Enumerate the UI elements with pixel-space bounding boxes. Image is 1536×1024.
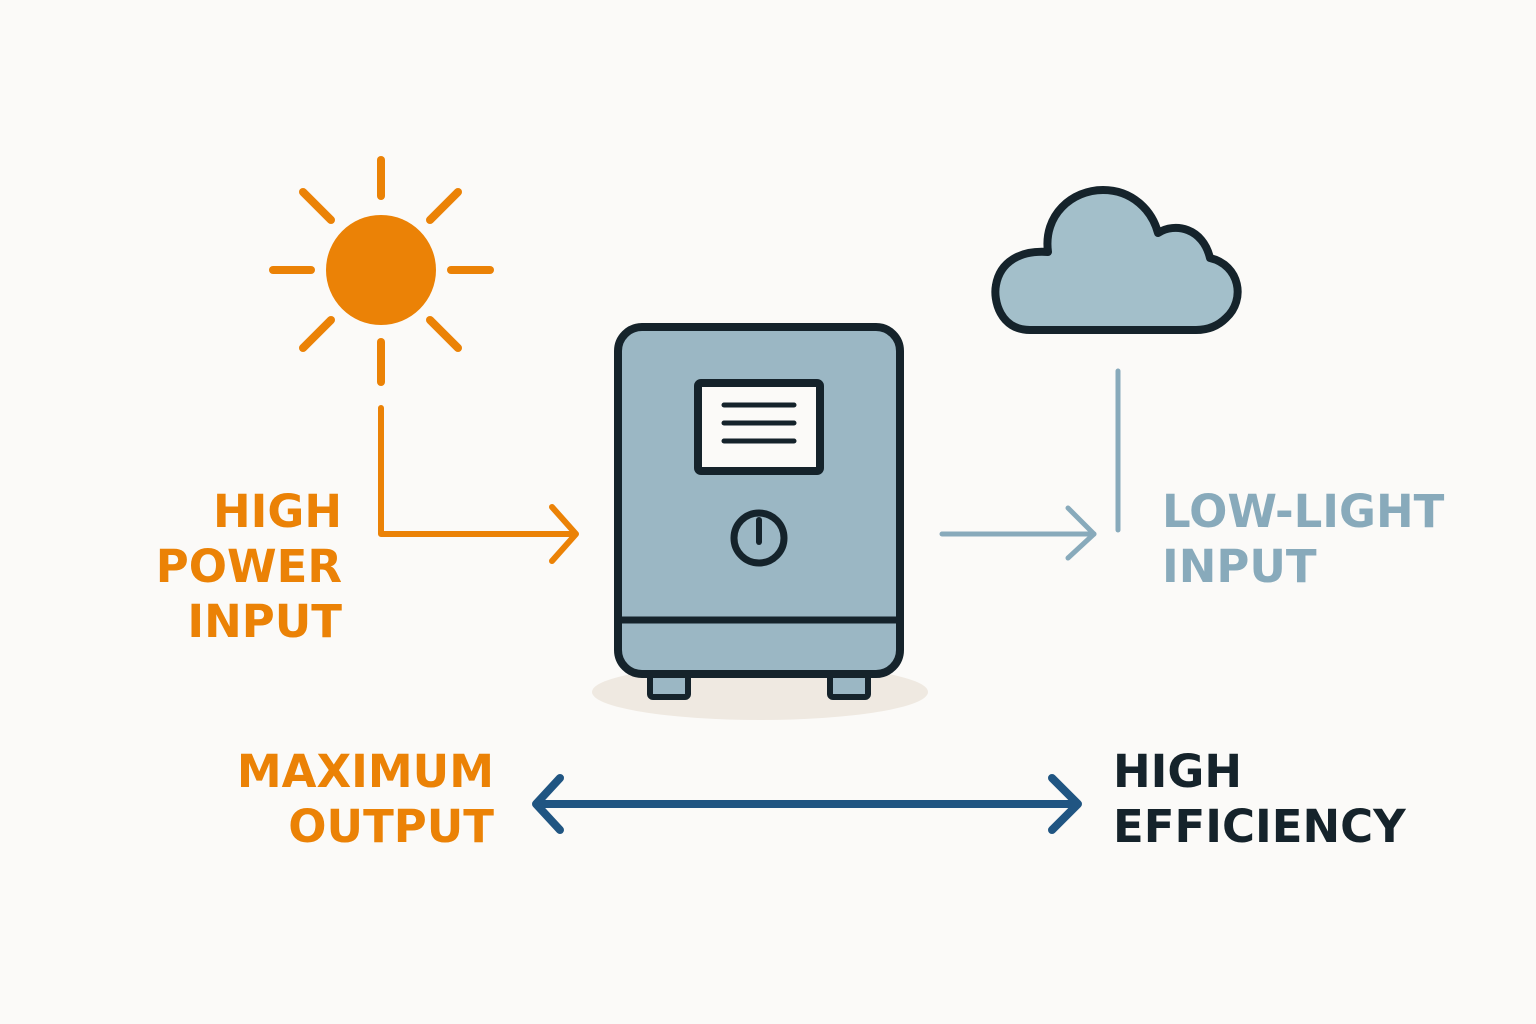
label-line: MAXIMUM <box>236 745 494 798</box>
efficiency-arrow-head-left <box>532 774 564 834</box>
high-power-arrow <box>378 405 579 564</box>
low-light-arrow-head <box>1065 505 1097 561</box>
power-station-device <box>614 323 904 700</box>
efficiency-double-arrow <box>532 774 1082 834</box>
label-line: OUTPUT <box>288 800 494 853</box>
sun-disc <box>326 215 436 325</box>
sun-icon <box>269 156 494 386</box>
sun-ray <box>299 316 335 352</box>
maximum-output-label: MAXIMUM OUTPUT <box>237 744 494 854</box>
high-power-input-label: HIGH POWER INPUT <box>156 484 342 649</box>
power-button-ring <box>730 509 788 567</box>
label-line: EFFICIENCY <box>1113 800 1406 853</box>
high-efficiency-label: HIGH EFFICIENCY <box>1113 744 1406 854</box>
label-line: LOW-LIGHT <box>1162 485 1445 538</box>
high-power-arrow-head <box>549 504 579 564</box>
efficiency-arrow-head-right <box>1048 774 1082 834</box>
sun-ray <box>299 188 335 224</box>
device-body <box>614 323 904 678</box>
label-line: POWER <box>155 540 342 593</box>
sun-ray <box>426 316 462 352</box>
high-power-arrow-line <box>378 405 577 537</box>
low-light-arrow <box>939 368 1121 561</box>
cloud-icon <box>991 186 1242 334</box>
label-line: HIGH <box>212 485 342 538</box>
power-button-icon <box>730 509 788 567</box>
label-line: INPUT <box>1162 540 1317 593</box>
device-screen <box>694 379 824 475</box>
label-line: INPUT <box>187 595 342 648</box>
label-line: HIGH <box>1113 745 1243 798</box>
sun-ray <box>426 188 462 224</box>
low-light-input-label: LOW-LIGHT INPUT <box>1162 484 1444 594</box>
